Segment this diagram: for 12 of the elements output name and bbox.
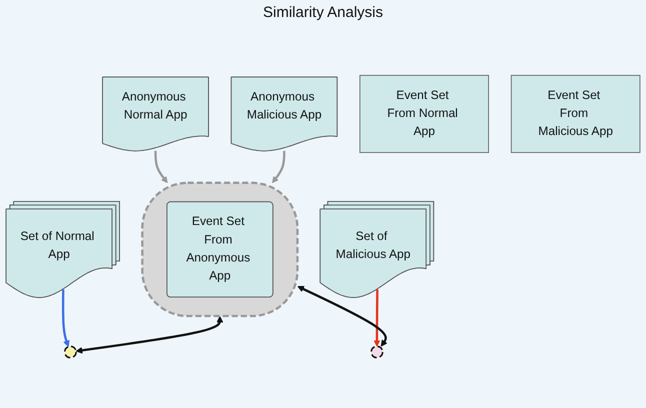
node-box: Event Set From Malicious App	[510, 74, 640, 153]
node-ellipse	[64, 346, 77, 358]
arrow	[62, 290, 70, 347]
arrow	[154, 150, 168, 184]
node-ellipse	[370, 346, 384, 358]
arrow	[76, 316, 224, 354]
cluster	[141, 182, 299, 318]
arrow	[297, 286, 388, 347]
node-box: Event Set From Normal App	[360, 74, 489, 153]
arrow	[272, 150, 286, 184]
note-label: Similarity Analysis	[262, 4, 384, 21]
arrow	[374, 290, 380, 347]
